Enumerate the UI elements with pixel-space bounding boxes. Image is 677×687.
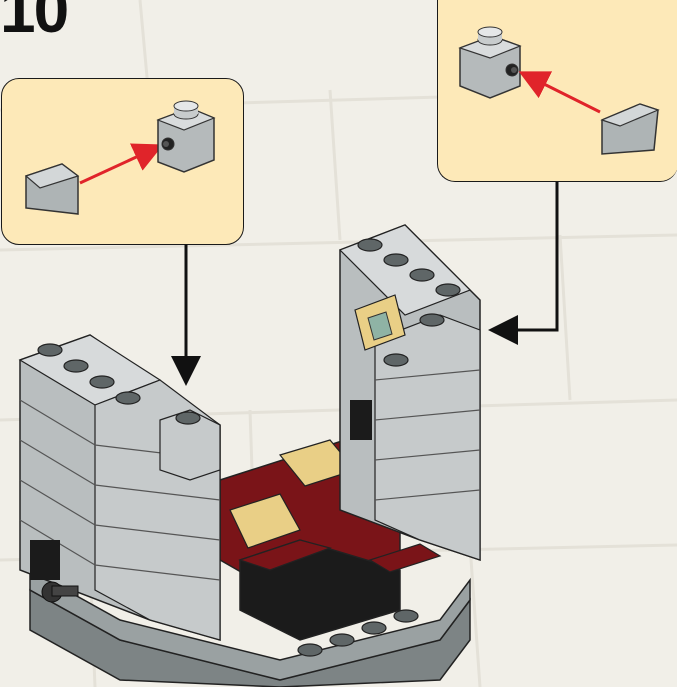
right-slope-brick [602,104,658,154]
left-slope-brick [26,164,78,214]
right-brick-1x1 [460,27,520,98]
model-left-wall [20,335,220,640]
left-brick-1x1 [158,101,214,172]
right-red-arrow [524,74,600,112]
model-right-wall [340,225,480,560]
left-red-arrow [80,147,158,183]
right-placement-arrow [494,182,557,330]
